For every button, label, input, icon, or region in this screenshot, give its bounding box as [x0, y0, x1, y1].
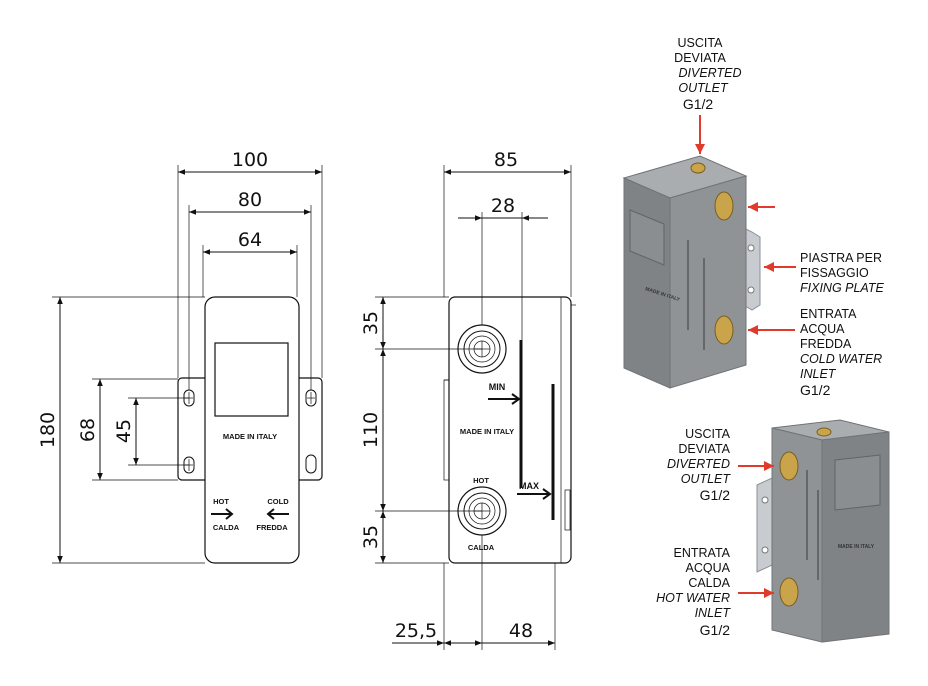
dim-35-bottom: 35	[360, 525, 382, 549]
arrow-right-icon	[517, 488, 552, 500]
dim-48: 48	[509, 620, 533, 642]
dim-180: 180	[37, 412, 59, 448]
side-calda-label: CALDA	[468, 543, 495, 552]
top-outlet-size: G1/2	[683, 96, 714, 112]
min-label: MIN	[489, 382, 506, 392]
bottom-outlet-label-2: DEVIATA	[678, 442, 730, 456]
cold-label-5: INLET	[800, 367, 837, 381]
svg-text:MADE IN ITALY: MADE IN ITALY	[838, 544, 875, 550]
cold-label-2: ACQUA	[800, 322, 845, 336]
brass-port-icon	[779, 451, 799, 481]
side-hot-label: HOT	[473, 476, 489, 485]
dim-110: 110	[360, 412, 382, 448]
fredda-label: FREDDA	[256, 523, 288, 532]
dim-85: 85	[494, 149, 518, 171]
cold-size: G1/2	[800, 382, 831, 398]
arrow-left-icon	[266, 508, 289, 520]
top-outlet-label-4: OUTLET	[678, 81, 729, 95]
top-outlet-label-1: USCITA	[678, 36, 724, 50]
cold-label: COLD	[267, 497, 289, 506]
dim-45: 45	[113, 419, 135, 443]
bottom-outlet-label-3: DIVERTED	[667, 457, 730, 471]
fixing-plate	[756, 477, 773, 573]
calda-label: CALDA	[213, 523, 240, 532]
max-label: MAX	[519, 481, 539, 491]
front-body	[204, 296, 300, 564]
brass-port-icon	[714, 315, 734, 345]
dim-100: 100	[232, 149, 268, 171]
brass-port-icon	[714, 191, 734, 221]
brass-port-icon	[779, 577, 799, 607]
dim-80: 80	[238, 189, 262, 211]
dim-28: 28	[491, 195, 515, 217]
top-outlet-label-3: DIVERTED	[679, 66, 742, 80]
plate-label-3: FIXING PLATE	[800, 281, 884, 295]
hot-label: HOT	[213, 497, 229, 506]
bottom-outlet-size: G1/2	[700, 487, 731, 503]
side-view: MIN MAX MADE IN ITALY HOT CALDA	[360, 149, 576, 650]
front-window	[214, 342, 289, 417]
hot-label-2: ACQUA	[686, 561, 731, 575]
hot-label-1: ENTRATA	[674, 546, 731, 560]
cold-label-1: ENTRATA	[800, 307, 857, 321]
dim-68: 68	[77, 418, 99, 442]
bottom-outlet-label-1: USCITA	[685, 427, 731, 441]
dim-64: 64	[238, 229, 262, 251]
iso-view-bottom: MADE IN ITALY USCITA DEVIATA DIVERTED OU…	[656, 419, 890, 643]
outlet-port-icon	[816, 427, 832, 437]
bottom-outlet-label-4: OUTLET	[681, 472, 732, 486]
dim-25-5: 25,5	[395, 620, 437, 642]
hot-size: G1/2	[700, 622, 731, 638]
hot-label-4: HOT WATER	[656, 591, 730, 605]
made-in-italy-text: MADE IN ITALY	[223, 432, 277, 441]
outlet-port-icon	[690, 162, 706, 174]
arrow-right-icon	[211, 508, 234, 520]
plate-label-1: PIASTRA PER	[800, 251, 882, 265]
cold-label-3: FREDDA	[800, 337, 852, 351]
front-view: MADE IN ITALY HOT CALDA COLD FREDDA	[37, 149, 323, 564]
iso-view-top: MADE IN ITALY USCITA DEVIATA DIVERTED OU…	[622, 36, 884, 398]
slot-hole-icon	[305, 454, 317, 474]
side-made-in-italy-text: MADE IN ITALY	[460, 427, 514, 436]
plate-label-2: FISSAGGIO	[800, 266, 869, 280]
cold-label-4: COLD WATER	[800, 352, 882, 366]
dim-35-top: 35	[360, 311, 382, 335]
top-outlet-label-2: DEVIATA	[674, 51, 726, 65]
hot-label-5: INLET	[695, 606, 732, 620]
arrow-right-icon	[488, 393, 521, 405]
hot-label-3: CALDA	[688, 576, 730, 590]
